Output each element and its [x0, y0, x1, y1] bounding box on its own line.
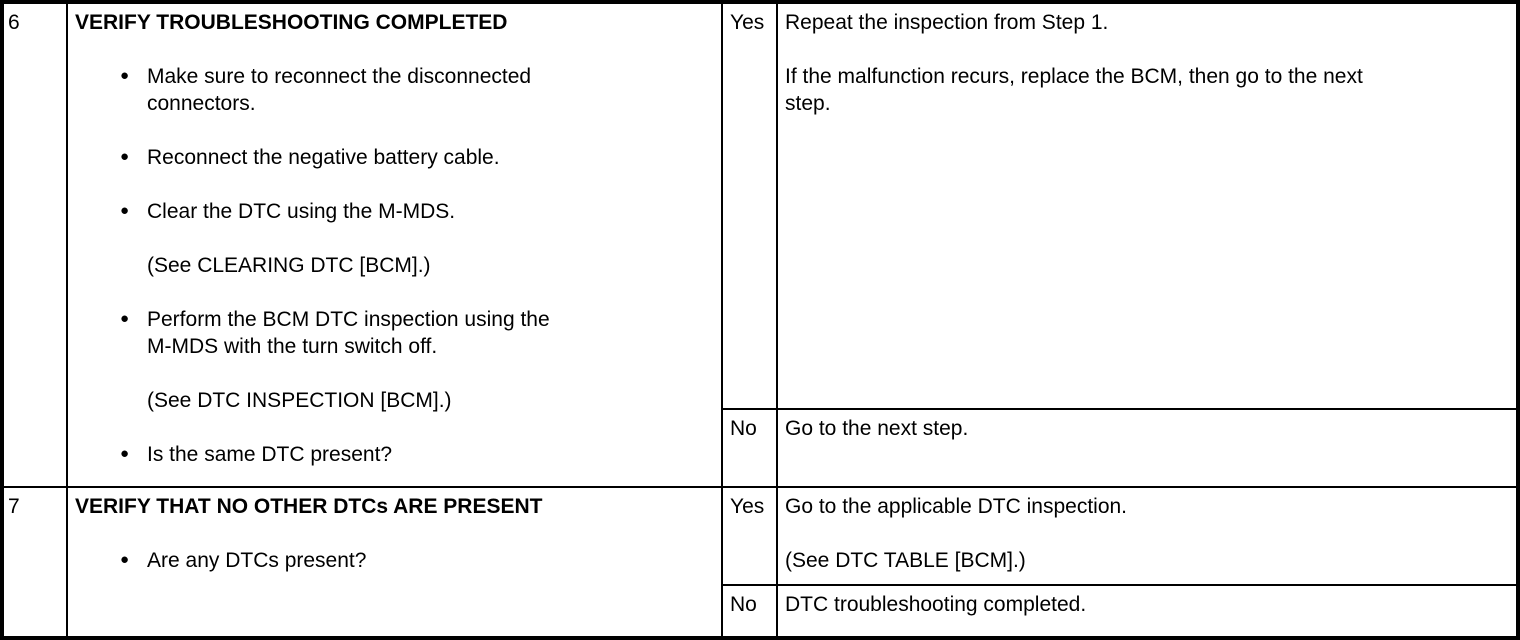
action-cell: VERIFY THAT NO OTHER DTCs ARE PRESENT ● … [67, 487, 723, 636]
no-result-cell: DTC troubleshooting completed. [777, 585, 1516, 636]
step-number: 6 [8, 11, 20, 34]
bullet-item: ● Reconnect the negative battery cable. [120, 144, 714, 171]
no-label: No [730, 593, 757, 616]
no-label: No [730, 417, 757, 440]
bullet-item-text: Make sure to reconnect the disconnected … [147, 65, 532, 115]
table-row-step-6: 6 VERIFY TROUBLESHOOTING COMPLETED ● Mak… [4, 4, 1516, 488]
step-number-cell: 6 [4, 4, 68, 488]
no-label-cell: No [722, 585, 778, 636]
bullet-item-text: Clear the DTC using the M-MDS. [147, 200, 456, 223]
no-result-text: Go to the next step. [785, 417, 969, 440]
bullet-item: ● Perform the BCM DTC inspection using t… [120, 306, 714, 360]
bullet-item-text: Is the same DTC present? [147, 443, 393, 466]
see-reference-text: (See CLEARING DTC [BCM].) [147, 254, 431, 277]
action-title: VERIFY TROUBLESHOOTING COMPLETED [75, 11, 508, 34]
bullet-icon: ● [120, 67, 130, 84]
action-title: VERIFY THAT NO OTHER DTCs ARE PRESENT [75, 495, 543, 518]
yes-result-cell: Repeat the inspection from Step 1. If th… [777, 4, 1516, 410]
yes-label-cell: Yes [722, 4, 778, 410]
yes-label-cell: Yes [722, 487, 778, 586]
see-reference: (See CLEARING DTC [BCM].) [147, 252, 714, 279]
yes-label: Yes [730, 11, 765, 34]
step-number-cell: 7 [4, 487, 68, 636]
yes-result-text: Repeat the inspection from Step 1. If th… [785, 11, 1363, 115]
table-row-step-6-no: No Go to the next step. [4, 409, 1516, 488]
bullet-icon: ● [120, 310, 130, 327]
bullet-item: ● Are any DTCs present? [120, 547, 714, 574]
table-row-step-7-no: No DTC troubleshooting completed. [4, 585, 1516, 636]
no-label-cell: No [722, 409, 778, 488]
bullet-item-text: Reconnect the negative battery cable. [147, 146, 500, 169]
bullet-item: ● Make sure to reconnect the disconnecte… [120, 63, 714, 117]
bullet-item: ● Clear the DTC using the M-MDS. [120, 198, 714, 225]
troubleshooting-table: 6 VERIFY TROUBLESHOOTING COMPLETED ● Mak… [4, 4, 1516, 636]
see-reference: (See DTC INSPECTION [BCM].) [147, 387, 714, 414]
bullet-icon: ● [120, 445, 130, 462]
table-row-step-7: 7 VERIFY THAT NO OTHER DTCs ARE PRESENT … [4, 487, 1516, 636]
bullet-item: ● Is the same DTC present? [120, 441, 714, 468]
yes-label: Yes [730, 495, 765, 518]
no-result-text: DTC troubleshooting completed. [785, 593, 1087, 616]
bullet-item-text: Perform the BCM DTC inspection using the… [147, 308, 550, 358]
yes-result-text: Go to the applicable DTC inspection. (Se… [785, 495, 1128, 572]
bullet-icon: ● [120, 148, 130, 165]
step-number: 7 [8, 495, 20, 518]
action-cell: VERIFY TROUBLESHOOTING COMPLETED ● Make … [67, 4, 723, 488]
bullet-item-text: Are any DTCs present? [147, 549, 367, 572]
see-reference-text: (See DTC INSPECTION [BCM].) [147, 389, 452, 412]
no-result-cell: Go to the next step. [777, 409, 1516, 488]
bullet-icon: ● [120, 202, 130, 219]
bullet-icon: ● [120, 551, 130, 568]
yes-result-cell: Go to the applicable DTC inspection. (Se… [777, 487, 1516, 586]
